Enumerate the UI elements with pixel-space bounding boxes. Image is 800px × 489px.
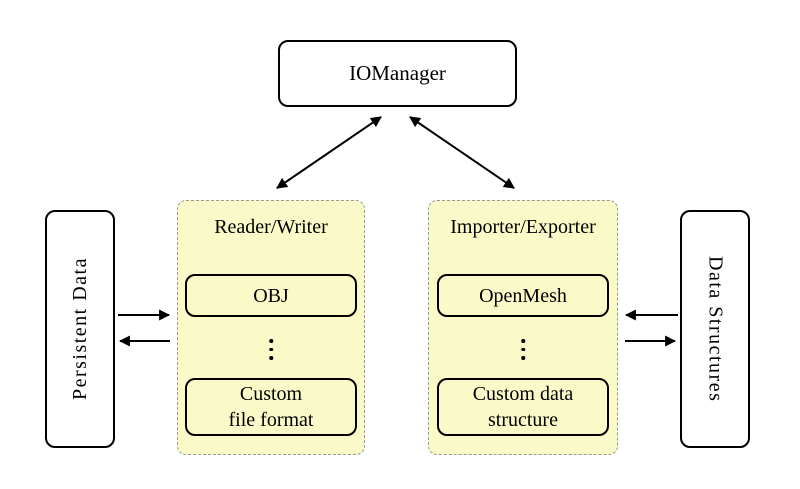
iomanager-node: IOManager xyxy=(278,40,517,107)
iomanager-label: IOManager xyxy=(349,61,446,85)
reader-writer-panel: Reader/Writer OBJ Custom file format xyxy=(177,200,365,455)
vertical-ellipsis-icon xyxy=(521,339,525,360)
obj-node: OBJ xyxy=(185,274,357,317)
reader-writer-panel-title: Reader/Writer xyxy=(214,216,328,238)
arrow-iomanager-readerwriter xyxy=(276,116,382,189)
persistent-data-node: Persistent Data xyxy=(45,210,115,448)
arrow-iomanager-importerexporter xyxy=(409,116,515,189)
custom-data-structure-node: Custom data structure xyxy=(437,378,609,436)
persistent-data-label: Persistent Data xyxy=(68,257,91,401)
custom-file-format-node: Custom file format xyxy=(185,378,357,436)
importer-exporter-panel-title: Importer/Exporter xyxy=(450,216,596,238)
data-structures-label: Data Structures xyxy=(704,255,727,403)
openmesh-node: OpenMesh xyxy=(437,274,609,317)
vertical-ellipsis-icon xyxy=(269,339,273,360)
importer-exporter-panel: Importer/Exporter OpenMesh Custom data s… xyxy=(428,200,618,455)
data-structures-node: Data Structures xyxy=(680,210,750,448)
